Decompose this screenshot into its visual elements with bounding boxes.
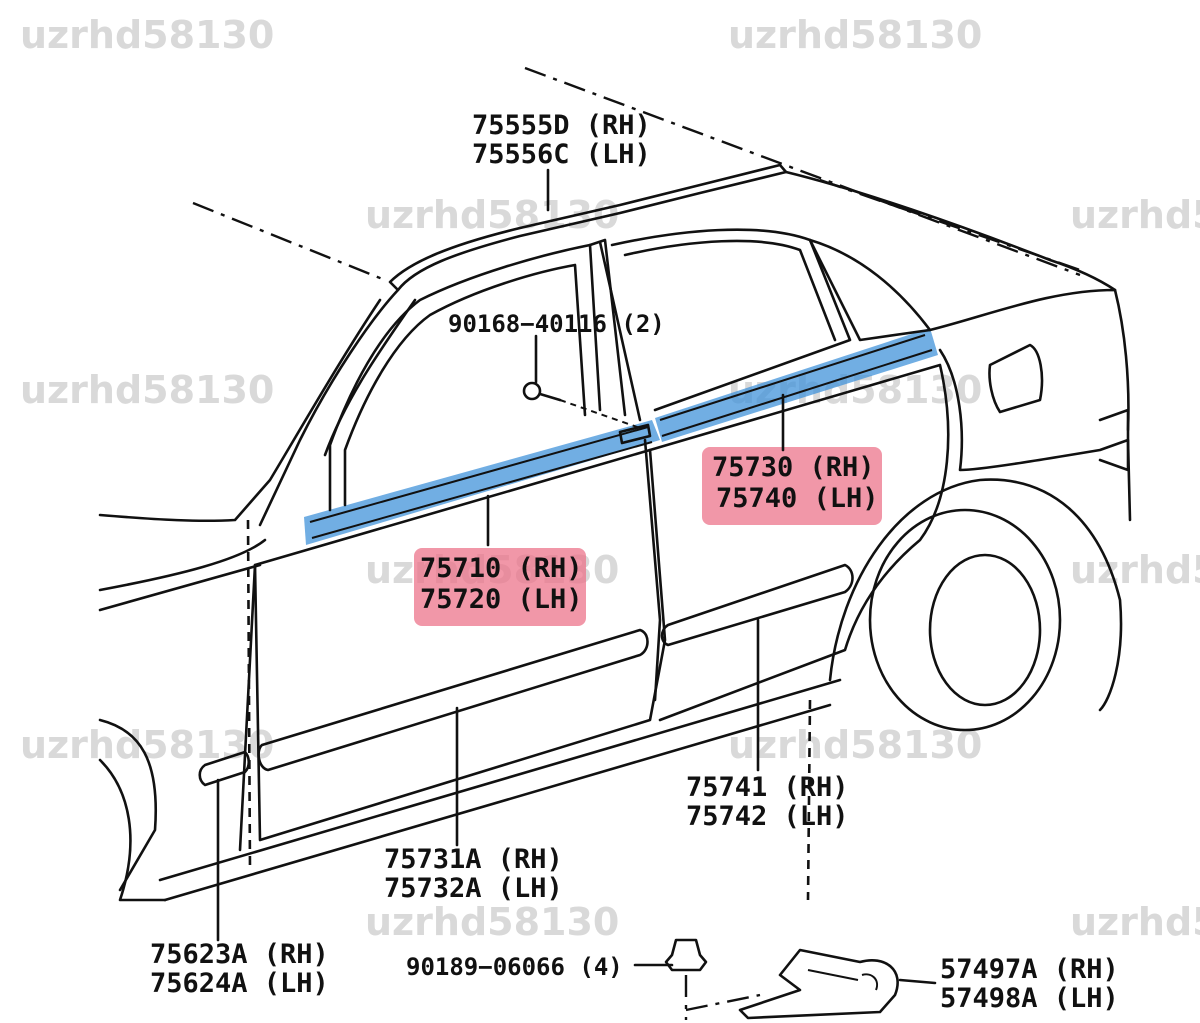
watermark-layer: uzrhd58130 uzrhd58130 uzrhd58130 uzrhd58… bbox=[20, 13, 1200, 944]
taillight bbox=[1098, 408, 1130, 472]
screw-icon bbox=[522, 381, 542, 401]
rocker-lower bbox=[163, 703, 832, 902]
label-rear-belt-lh: 75740 (LH) bbox=[716, 483, 879, 514]
front-side-molding bbox=[257, 628, 649, 772]
small-parts bbox=[664, 938, 899, 1020]
front-belt-highlight bbox=[304, 420, 660, 545]
fender-molding bbox=[198, 750, 251, 787]
rocker-upper bbox=[158, 678, 842, 882]
b-pillar bbox=[588, 238, 627, 417]
label-bracket-lh: 57498A (LH) bbox=[940, 983, 1119, 1014]
label-clip: 90189−06066 (4) bbox=[406, 953, 623, 981]
screw-dash bbox=[559, 399, 641, 429]
cowl-line bbox=[98, 563, 262, 612]
front-belt-molding bbox=[309, 426, 653, 539]
front-belt-label-highlight bbox=[414, 548, 586, 626]
phantom-bracket bbox=[684, 975, 761, 1020]
front-door-outline bbox=[253, 448, 667, 842]
watermark-text: uzrhd58130 bbox=[728, 13, 982, 57]
windshield-edge bbox=[98, 298, 382, 523]
bracket-icon bbox=[738, 948, 899, 1020]
rear-body bbox=[938, 348, 1132, 522]
watermark-text: uzrhd58130 bbox=[1070, 900, 1200, 944]
front-bumper bbox=[98, 758, 167, 902]
rear-tire bbox=[868, 508, 1062, 732]
rear-window-frame bbox=[610, 228, 852, 412]
label-roof-rh: 75555D (RH) bbox=[472, 110, 651, 141]
leader-lines bbox=[216, 168, 937, 985]
rear-belt-label-highlight bbox=[702, 447, 882, 525]
phantom-rear-drop bbox=[806, 699, 812, 901]
push-clip-icon bbox=[664, 938, 708, 972]
label-bracket-rh: 57497A (RH) bbox=[940, 954, 1119, 985]
clip-detail bbox=[618, 423, 652, 445]
watermark-text: uzrhd58130 bbox=[20, 368, 274, 412]
front-fender bbox=[98, 563, 257, 892]
phantom-roof-rear bbox=[524, 66, 1081, 277]
roof-line bbox=[258, 288, 400, 527]
watermark-text: uzrhd58130 bbox=[728, 723, 982, 767]
rear-side-molding bbox=[660, 563, 854, 647]
phantom-front-bumper bbox=[246, 519, 252, 871]
label-front-belt-rh: 75710 (RH) bbox=[420, 553, 583, 584]
label-rear-belt-rh: 75730 (RH) bbox=[712, 452, 875, 483]
label-fender-lh: 75624A (LH) bbox=[150, 968, 329, 999]
front-window-inner bbox=[343, 263, 587, 507]
rear-belt-highlight bbox=[655, 328, 938, 442]
watermark-text: uzrhd58130 bbox=[20, 13, 274, 57]
highlight-layer bbox=[304, 328, 938, 626]
rear-window-inner bbox=[623, 239, 837, 342]
rear-door-outline bbox=[648, 363, 950, 722]
c-pillar bbox=[784, 170, 1117, 292]
label-rear-side-rh: 75741 (RH) bbox=[686, 772, 849, 803]
part-labels: 75555D (RH) 75556C (LH) 90168−40116 (2) … bbox=[150, 110, 1119, 1014]
watermark-text: uzrhd58130 bbox=[1070, 193, 1200, 237]
screw-shank bbox=[538, 392, 562, 402]
label-front-side-lh: 75732A (LH) bbox=[384, 873, 563, 904]
rear-wheel-arch bbox=[828, 478, 1123, 712]
bracket-detail bbox=[807, 969, 878, 991]
phantom-rear-top bbox=[819, 178, 1081, 272]
rear-belt-molding bbox=[659, 334, 933, 437]
fuel-door bbox=[988, 343, 1044, 414]
watermark-text: uzrhd58130 bbox=[365, 900, 619, 944]
car-outline bbox=[98, 163, 1132, 902]
phantom-lines bbox=[192, 66, 1081, 1020]
label-rear-side-lh: 75742 (LH) bbox=[686, 801, 849, 832]
label-roof-lh: 75556C (LH) bbox=[472, 139, 651, 170]
rear-wheel bbox=[928, 553, 1042, 707]
label-fender-rh: 75623A (RH) bbox=[150, 939, 329, 970]
label-front-belt-lh: 75720 (LH) bbox=[420, 584, 583, 615]
hood-line bbox=[98, 538, 267, 592]
trunk-line bbox=[928, 288, 1130, 432]
leader-bracket bbox=[898, 978, 937, 985]
b-pillar-inner bbox=[598, 240, 642, 422]
label-screw: 90168−40116 (2) bbox=[448, 310, 665, 338]
door-seam bbox=[643, 438, 662, 702]
front-window-frame bbox=[328, 243, 602, 512]
phantom-roof-front bbox=[192, 201, 386, 282]
watermark-text: uzrhd58130 bbox=[1070, 548, 1200, 592]
label-front-side-rh: 75731A (RH) bbox=[384, 844, 563, 875]
